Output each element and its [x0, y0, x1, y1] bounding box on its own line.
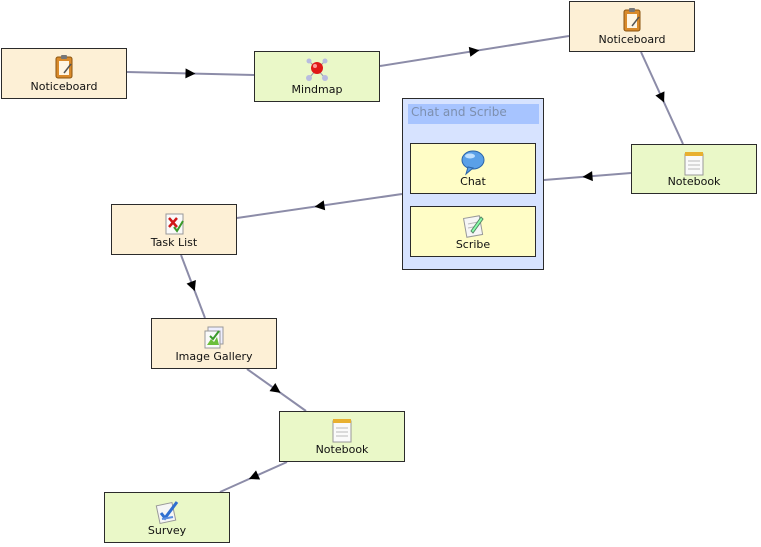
speech-bubble-icon	[459, 148, 487, 176]
node-label: Image Gallery	[175, 350, 253, 363]
node-label: Scribe	[455, 238, 491, 251]
activity-image-gallery[interactable]: Image Gallery	[151, 318, 277, 369]
activity-task-list[interactable]: Task List	[111, 204, 237, 255]
activity-noticeboard-2[interactable]: Noticeboard	[569, 1, 695, 52]
activity-mindmap[interactable]: Mindmap	[254, 51, 380, 102]
node-label: Noticeboard	[598, 33, 666, 46]
edge-noticeboard-to-notebook	[640, 51, 684, 145]
activity-group-chat-and-scribe[interactable]: Chat and Scribe Chat Scribe	[402, 98, 544, 270]
arrowhead	[185, 68, 196, 79]
node-label: Survey	[147, 524, 187, 537]
arrowhead	[582, 171, 593, 182]
clipboard-icon	[50, 53, 78, 81]
activity-noticeboard-1[interactable]: Noticeboard	[1, 48, 127, 99]
pen-paper-icon	[459, 211, 487, 239]
notepad-icon	[680, 149, 708, 177]
clipboard-icon	[618, 6, 646, 34]
survey-check-icon	[153, 497, 181, 525]
notepad-icon	[328, 416, 356, 444]
node-label: Notebook	[315, 443, 369, 456]
arrowhead	[314, 200, 326, 211]
arrowhead	[468, 46, 480, 57]
node-label: Noticeboard	[30, 80, 98, 93]
checklist-icon	[160, 209, 188, 237]
activity-chat[interactable]: Chat	[410, 143, 536, 194]
arrowhead	[655, 91, 665, 103]
edge-image-gallery-to-notebook	[246, 368, 307, 412]
edge-mindmap-to-noticeboard	[379, 35, 570, 67]
activity-survey[interactable]: Survey	[104, 492, 230, 543]
arrowhead	[248, 470, 261, 480]
edge-notebook-to-survey	[219, 461, 288, 493]
node-label: Mindmap	[291, 83, 343, 96]
node-label: Chat	[460, 175, 486, 188]
activity-scribe[interactable]: Scribe	[410, 206, 536, 257]
edge-notebook-to-chat-scribe	[543, 171, 632, 182]
edge-noticeboard-to-mindmap	[126, 68, 255, 79]
activity-notebook-2[interactable]: Notebook	[279, 411, 405, 462]
edge-chat-scribe-to-task-list	[236, 193, 403, 219]
node-label: Task List	[150, 236, 198, 249]
edge-task-list-to-image-gallery	[180, 254, 206, 319]
image-icon	[200, 323, 228, 351]
activity-notebook-1[interactable]: Notebook	[631, 144, 757, 194]
node-label: Notebook	[667, 175, 721, 188]
group-title: Chat and Scribe	[408, 104, 539, 124]
arrowhead	[186, 280, 196, 292]
molecule-icon	[303, 56, 331, 84]
arrowhead	[269, 383, 281, 393]
